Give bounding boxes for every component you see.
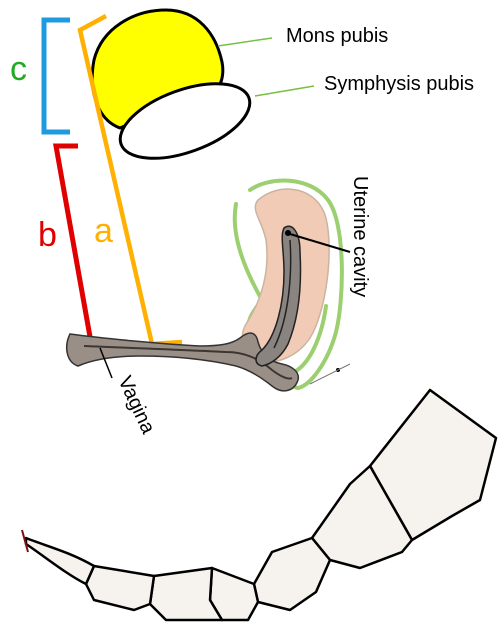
vagina-label: Vagina: [113, 373, 159, 438]
bracket-c-label: c: [10, 50, 27, 88]
bracket-b-label: b: [38, 216, 57, 254]
bone-segment-5: [150, 568, 222, 620]
bone-segment-6: [86, 566, 154, 610]
bone-segment-3: [254, 538, 330, 610]
symphysis-pubis-label: Symphysis pubis: [324, 73, 474, 95]
bracket-b: [56, 146, 128, 348]
symphysis-pubis-leader: [255, 86, 314, 96]
bone-tip: [26, 538, 94, 584]
bone-segments: [26, 390, 496, 620]
bracket-a-label: a: [94, 212, 113, 250]
uterine-cavity-label: Uterine cavity: [349, 176, 371, 297]
bracket-c: [44, 20, 70, 132]
uterine-cavity-point: [285, 230, 291, 236]
mons-pubis-leader: [218, 38, 272, 46]
mons-pubis-label: Mons pubis: [286, 25, 388, 47]
